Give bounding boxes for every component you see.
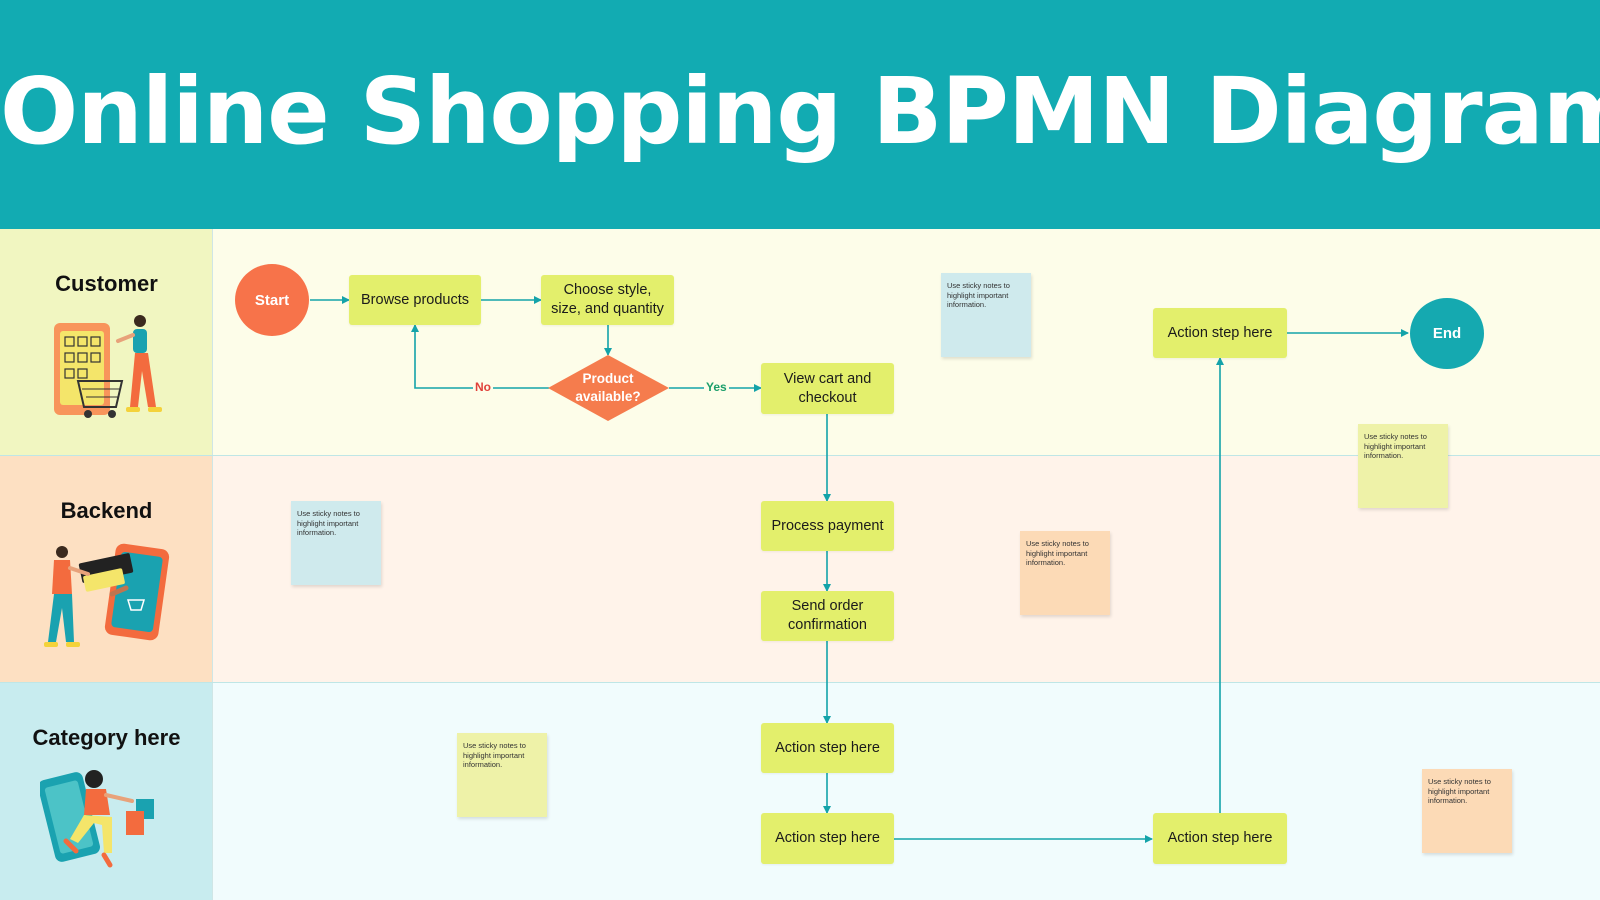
sticky-note[interactable]: Use sticky notes to highlight important … bbox=[941, 273, 1031, 357]
task-action-step-2[interactable]: Action step here bbox=[761, 813, 894, 864]
sticky-note[interactable]: Use sticky notes to highlight important … bbox=[1358, 424, 1448, 508]
task-view-cart[interactable]: View cart and checkout bbox=[761, 363, 894, 414]
task-action-step-3[interactable]: Action step here bbox=[1153, 813, 1287, 864]
title-banner: Online Shopping BPMN Diagram bbox=[0, 0, 1600, 229]
flow-gateway-no-to-browse bbox=[411, 324, 549, 389]
lane-header-customer: Customer bbox=[0, 229, 213, 455]
sticky-note[interactable]: Use sticky notes to highlight important … bbox=[291, 501, 381, 585]
page-title: Online Shopping BPMN Diagram bbox=[0, 58, 1600, 165]
lane-label: Category here bbox=[32, 725, 181, 750]
shopper-with-bags-illustration bbox=[40, 770, 154, 868]
lane-label: Customer bbox=[55, 271, 158, 296]
lane-label: Backend bbox=[60, 498, 153, 523]
task-browse-products[interactable]: Browse products bbox=[349, 275, 481, 325]
task-process-payment[interactable]: Process payment bbox=[761, 501, 894, 551]
sticky-note[interactable]: Use sticky notes to highlight important … bbox=[1020, 531, 1110, 615]
task-action-step-1[interactable]: Action step here bbox=[761, 723, 894, 773]
task-choose-style[interactable]: Choose style, size, and quantity bbox=[541, 275, 674, 325]
lane-backend: Backend bbox=[0, 456, 1600, 683]
task-send-confirmation[interactable]: Send order confirmation bbox=[761, 591, 894, 641]
lane-header-backend: Backend bbox=[0, 456, 213, 682]
lane-header-category: Category here bbox=[0, 683, 213, 900]
end-event[interactable]: End bbox=[1410, 298, 1484, 369]
task-action-step-top[interactable]: Action step here bbox=[1153, 308, 1287, 358]
sticky-note[interactable]: Use sticky notes to highlight important … bbox=[1422, 769, 1512, 853]
sticky-note[interactable]: Use sticky notes to highlight important … bbox=[457, 733, 547, 817]
gateway-yes-label: Yes bbox=[704, 380, 729, 394]
lane-category: Category here bbox=[0, 683, 1600, 900]
gateway-product-available[interactable]: Product available? bbox=[575, 371, 641, 404]
start-event[interactable]: Start bbox=[235, 264, 309, 336]
card-payment-phone-illustration bbox=[44, 543, 170, 647]
shopper-with-cart-illustration bbox=[54, 315, 162, 418]
gateway-no-label: No bbox=[473, 380, 493, 394]
